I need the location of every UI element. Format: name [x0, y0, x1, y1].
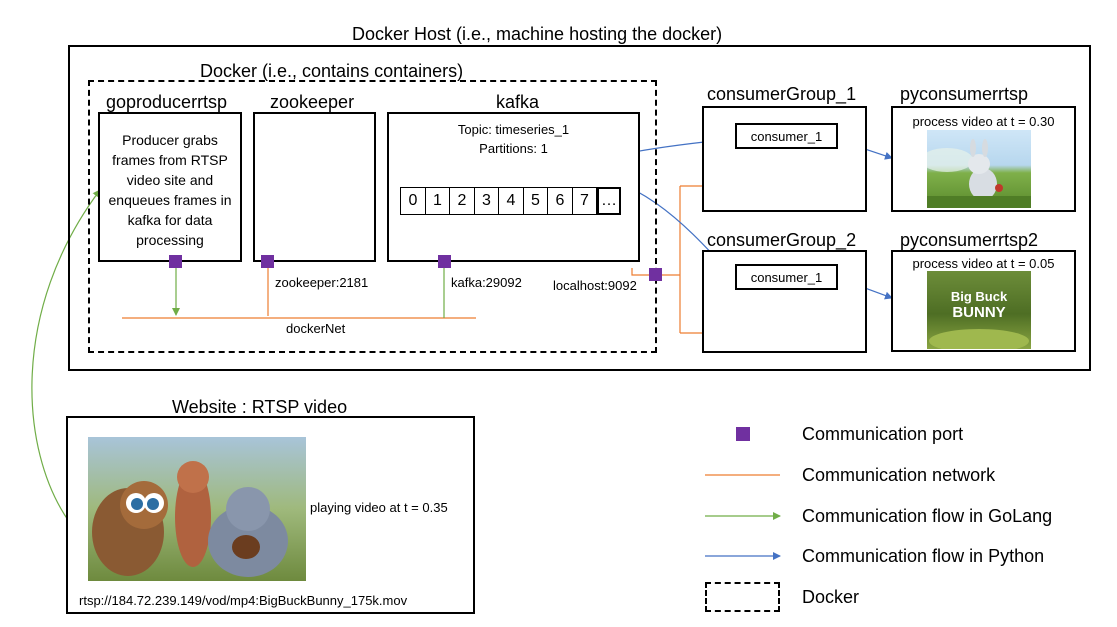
consumer-group-1-box: consumer_1 [702, 106, 867, 212]
partition-cell-2: 2 [450, 188, 475, 214]
bunny-frame-art [927, 139, 1031, 208]
pyconsumer-2-video-frame: Big Buck BUNNY [927, 271, 1031, 349]
website-title: Website : RTSP video [172, 397, 348, 417]
kafka-title: kafka [496, 92, 540, 112]
bunny-title-line2: BUNNY [952, 304, 1005, 321]
website-video-frame [88, 437, 306, 581]
zookeeper-port [261, 255, 274, 268]
docker-host-frame [68, 45, 1091, 371]
legend-docker-swatch [705, 582, 780, 612]
website-url: rtsp://184.72.239.149/vod/mp4:BigBuckBun… [79, 593, 408, 608]
localhost-net-bracket [631, 185, 703, 334]
pyconsumer-1-title: pyconsumerrtsp [900, 84, 1029, 104]
bunny-title-art: Big Buck BUNNY [929, 289, 1029, 349]
docker-frame [88, 80, 657, 353]
pyconsumer-1-video-frame [927, 130, 1031, 208]
legend-docker-label: Docker [802, 587, 860, 607]
kafka-port-label: kafka:29092 [451, 275, 522, 290]
localhost-port-label: localhost:9092 [553, 278, 637, 293]
legend-python-label: Communication flow in Python [802, 546, 1045, 566]
website-box: playing video at t = 0.35 rtsp://184.72.… [66, 416, 475, 614]
pyconsumer-1-box: process video at t = 0.30 [891, 106, 1076, 212]
partition-queue: 0 1 2 3 4 5 6 7 … [400, 187, 621, 215]
goproducer-box: Producer grabs frames from RTSP video si… [98, 112, 242, 262]
legend-network-label: Communication network [802, 465, 996, 485]
zookeeper-title: zookeeper [270, 92, 355, 112]
partition-cell-1: 1 [426, 188, 450, 214]
zookeeper-box [253, 112, 376, 262]
partition-cell-5: 5 [524, 188, 548, 214]
website-status: playing video at t = 0.35 [310, 500, 448, 515]
pyconsumer-2-box: process video at t = 0.05 Big Buck BUNNY [891, 250, 1076, 352]
consumer-group-1-title: consumerGroup_1 [707, 84, 857, 104]
website-video-art [92, 461, 288, 577]
docker-host-title: Docker Host (i.e., machine hosting the d… [352, 24, 723, 44]
legend-golang-label: Communication flow in GoLang [802, 506, 1053, 526]
pyconsumer-2-status: process video at t = 0.05 [912, 256, 1055, 271]
docker-net-label: dockerNet [286, 321, 346, 336]
zookeeper-port-label: zookeeper:2181 [275, 275, 369, 290]
consumer-group-2-title: consumerGroup_2 [707, 230, 857, 250]
consumer-group-2-consumer: consumer_1 [735, 264, 838, 290]
docker-title: Docker (i.e., contains containers) [200, 61, 464, 81]
goproducer-port [169, 255, 182, 268]
partition-cell-6: 6 [548, 188, 573, 214]
goproducer-title: goproducerrtsp [106, 92, 228, 112]
goproducer-description: Producer grabs frames from RTSP video si… [108, 132, 232, 248]
legend-port-label: Communication port [802, 424, 964, 444]
consumer-group-2-box: consumer_1 [702, 250, 867, 353]
legend-port-swatch [736, 427, 750, 441]
consumer-group-1-consumer: consumer_1 [735, 123, 838, 149]
pyconsumer-1-status: process video at t = 0.30 [912, 114, 1055, 129]
kafka-topic: Topic: timeseries_1 [457, 122, 570, 137]
kafka-box: Topic: timeseries_1 Partitions: 1 0 1 2 … [387, 112, 640, 262]
localhost-port [649, 268, 662, 281]
partition-cell-7: 7 [573, 188, 597, 214]
partition-cell-4: 4 [499, 188, 524, 214]
bunny-title-line1: Big Buck [951, 289, 1008, 304]
partition-cell-3: 3 [475, 188, 499, 214]
pyconsumer-2-title: pyconsumerrtsp2 [900, 230, 1039, 250]
partition-cell-more: … [597, 187, 621, 215]
kafka-partitions: Partitions: 1 [479, 141, 548, 156]
partition-cell-0: 0 [401, 188, 426, 214]
kafka-port [438, 255, 451, 268]
